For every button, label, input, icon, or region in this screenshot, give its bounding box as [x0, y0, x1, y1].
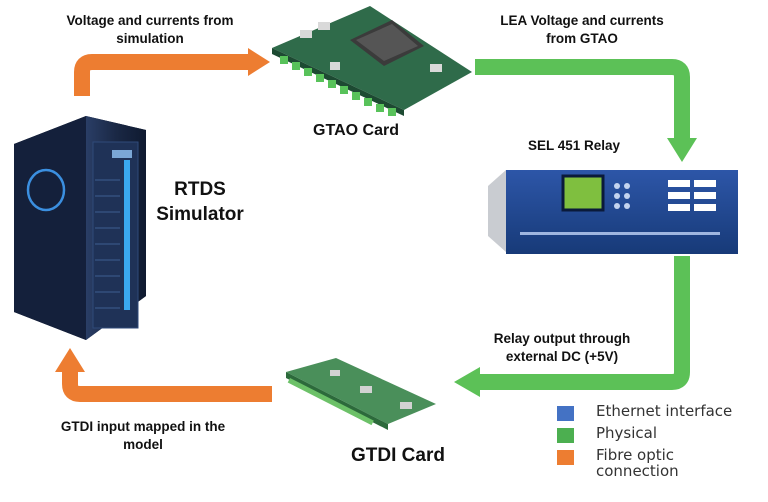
- label-gtdi-card: GTDI Card: [351, 445, 445, 466]
- orange-arrow-top: [74, 48, 270, 96]
- label-gtdi-input: GTDI input mapped in the model: [60, 419, 226, 453]
- legend-item-fibre: Fibre optic connection: [557, 446, 716, 480]
- label-gtao-card: GTAO Card: [313, 122, 399, 139]
- gtao-card-icon: [272, 6, 472, 116]
- legend-swatch-green: [557, 428, 574, 443]
- legend-swatch-blue: [557, 406, 574, 421]
- gtdi-card-icon: [286, 358, 436, 430]
- label-relay-output: Relay output through external DC (+5V): [493, 331, 631, 365]
- label-rtds-simulator: RTDS Simulator: [156, 179, 244, 225]
- label-lea-voltage-currents: LEA Voltage and currents from GTAO: [500, 13, 664, 47]
- label-sel-relay: SEL 451 Relay: [527, 138, 621, 153]
- legend-label-fibre: Fibre optic connection: [596, 446, 679, 480]
- label-voltage-currents-simulation: Voltage and currents from simulation: [66, 13, 234, 47]
- rtds-cabinet-icon: [14, 116, 146, 340]
- green-arrow-top: [475, 59, 697, 162]
- sel-relay-icon: [488, 170, 738, 254]
- legend-item-physical: Physical: [557, 424, 766, 443]
- green-arrow-bottom: [454, 256, 690, 397]
- orange-arrow-bottom: [55, 348, 272, 402]
- legend-item-ethernet: Ethernet interface: [557, 402, 766, 421]
- legend-swatch-orange: [557, 450, 574, 465]
- legend-label-physical: Physical: [596, 424, 658, 442]
- legend-label-ethernet: Ethernet interface: [596, 402, 733, 420]
